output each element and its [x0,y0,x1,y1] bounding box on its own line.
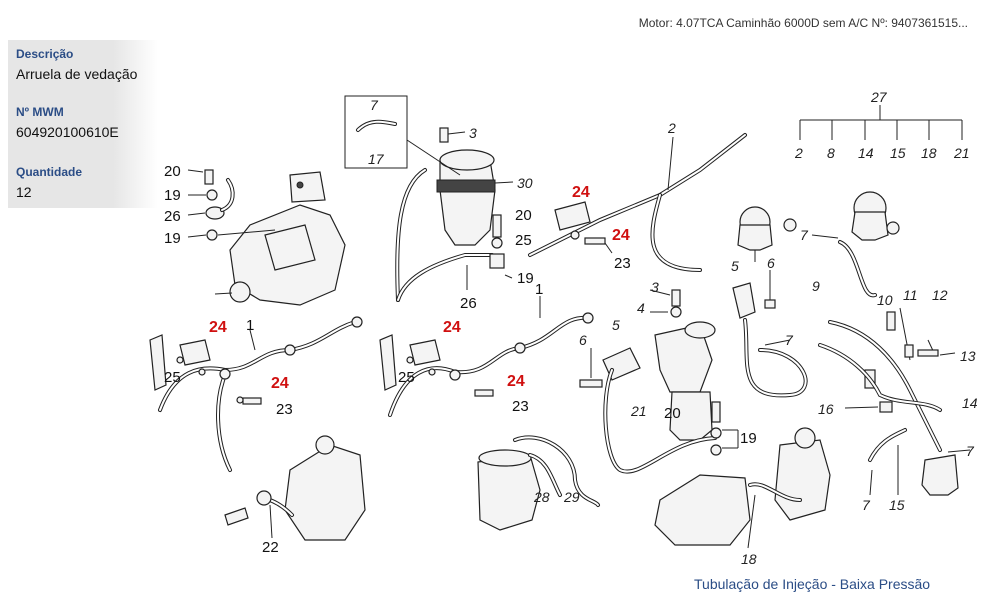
callout-19-a: 19 [164,187,181,204]
callout-6-a: 6 [579,332,587,348]
banjo-bolt-group-top-left [187,169,276,241]
callout-23-b: 23 [276,401,293,418]
callout-28: 28 [533,489,550,505]
callout-27-bracket [799,105,963,140]
callout-7-c: 7 [785,332,794,348]
feed-pump-drawing-b [811,191,900,298]
bottom-left-pump-drawing [224,435,366,541]
callout-26-b: 26 [460,295,477,312]
callout-25-a: 25 [515,232,532,249]
callout-18-a: 18 [921,145,937,161]
callout-30: 30 [517,175,533,191]
quantity-value: 12 [16,184,32,200]
callout-19-b: 19 [164,230,181,247]
callout-5-a: 5 [612,317,620,333]
callout-16: 16 [818,401,834,417]
callout-14-a: 14 [858,145,874,161]
callout-19-c: 19 [517,270,534,287]
return-line-upper [491,133,747,272]
callout-9: 9 [812,278,820,294]
callout-7-d: 7 [966,443,975,459]
callout-10: 10 [877,292,893,308]
description-label: Descrição [16,47,74,61]
callout-19-d: 19 [740,430,757,447]
callout-3-b: 3 [651,279,659,295]
callout-24-d: 24 [271,375,289,392]
right-lines-drawing [743,307,971,496]
callout-29: 29 [563,489,580,505]
diagram-title: Tubulação de Injeção - Baixa Pressão [694,576,931,592]
callout-4: 4 [637,300,645,316]
callout-20-c: 20 [664,405,681,422]
callout-3-a: 3 [469,125,477,141]
description-value: Arruela de vedação [16,66,138,82]
callout-6-b: 6 [767,255,775,271]
callout-24-a: 24 [572,184,590,201]
injector-lines-left [149,316,363,472]
callout-24-c: 24 [209,319,227,336]
callout-21-a: 21 [953,145,970,161]
bottom-right-pump-drawing [654,427,831,549]
callout-1-a: 1 [246,317,254,334]
callout-7-e: 7 [862,497,871,513]
callout-7-a: 7 [370,97,379,113]
callout-13: 13 [960,348,976,364]
callout-18-b: 18 [741,551,757,567]
mwm-number-label: Nº MWM [16,105,64,119]
callout-2-a: 2 [667,120,676,136]
fuel-filter-drawing [344,95,514,302]
feed-pump-drawing-a [737,206,797,262]
callout-24-e: 24 [443,319,461,336]
callout-20-a: 20 [164,163,181,180]
callout-12: 12 [932,287,948,303]
callout-11: 11 [903,287,918,303]
injection-pump-drawing [214,171,346,306]
part-info-panel: Descrição Arruela de vedação Nº MWM 6049… [8,40,158,208]
callout-14-b: 14 [962,395,978,411]
callout-17: 17 [368,151,385,167]
injector-lines-center [379,296,594,417]
callout-15-a: 15 [890,145,906,161]
quantity-label: Quantidade [16,165,83,179]
callout-26-a: 26 [164,208,181,225]
callout-27: 27 [870,89,888,105]
callout-23-c: 23 [512,398,529,415]
engine-header: Motor: 4.07TCA Caminhão 6000D sem A/C Nº… [638,16,968,30]
bottom-center-filter-drawing [477,368,739,531]
callout-2-b: 2 [794,145,803,161]
callout-21-b: 21 [630,403,647,419]
callout-25-b: 25 [164,369,181,386]
callout-5-b: 5 [731,258,739,274]
callout-1-b: 1 [535,281,543,298]
callout-15-b: 15 [889,497,905,513]
callout-8: 8 [827,145,835,161]
callout-20-b: 20 [515,207,532,224]
mwm-number-value: 604920100610E [16,124,119,140]
callout-22: 22 [262,539,279,556]
callout-7-b: 7 [800,227,809,243]
callout-23-a: 23 [614,255,631,272]
callout-24-f: 24 [507,373,525,390]
callout-24-b: 24 [612,227,630,244]
callout-25-c: 25 [398,369,415,386]
